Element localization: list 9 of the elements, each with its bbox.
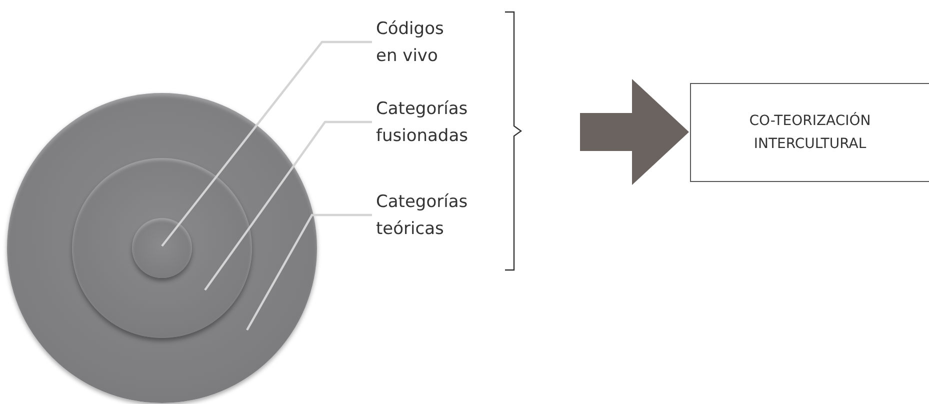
process-box: CO-TEORIZACIÓN INTERCULTURAL (690, 83, 929, 182)
block-arrow (580, 79, 689, 185)
ring-disc (132, 218, 192, 278)
leader-line (246, 214, 372, 331)
leader-line (161, 40, 372, 247)
callout-label: Categorías fusionadas (376, 96, 496, 150)
callout-label: Categorías teóricas (376, 189, 496, 243)
leader-line (204, 120, 372, 291)
callout-label: Códigos en vivo (376, 16, 462, 70)
